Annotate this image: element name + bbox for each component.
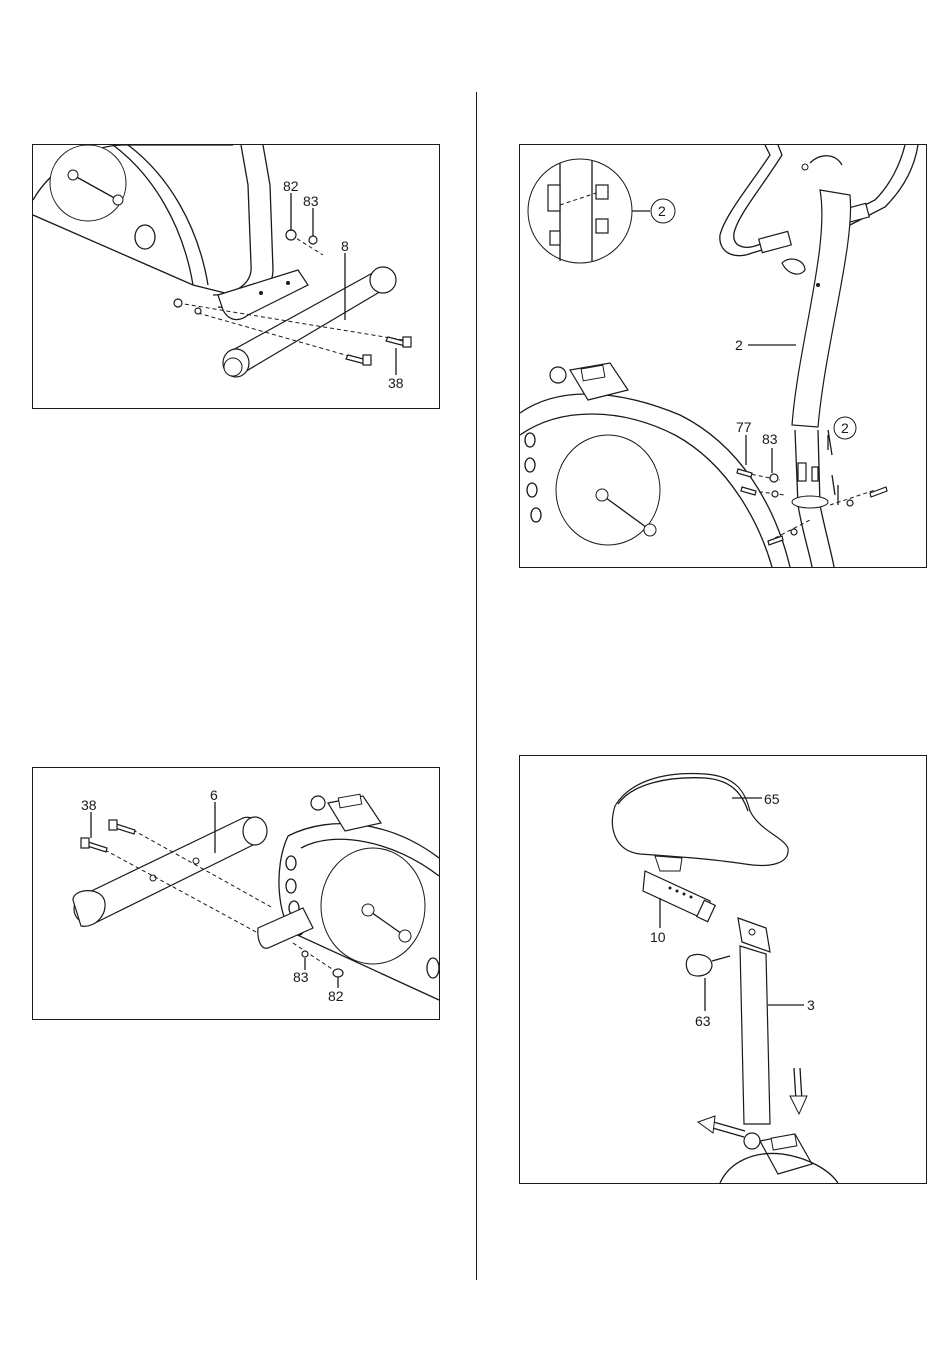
label-77: 77: [736, 419, 752, 435]
label-2: 2: [735, 337, 743, 353]
handlebar-post-illustration: 2: [520, 145, 926, 567]
seat-post-illustration: 65 10 63 3: [520, 756, 926, 1183]
diagram-seat-post: 65 10 63 3: [519, 755, 927, 1184]
front-stabilizer-illustration: 82 83 8 38: [33, 145, 439, 408]
label-63: 63: [695, 1013, 711, 1029]
label-83: 83: [303, 193, 319, 209]
rear-stabilizer-illustration: 38 6 83 82: [33, 768, 439, 1019]
callout-2-collar: 2: [841, 420, 849, 436]
label-3: 3: [807, 997, 815, 1013]
column-divider: [476, 92, 477, 1280]
callout-2-inset: 2: [658, 203, 666, 219]
label-82: 82: [283, 178, 299, 194]
label-65: 65: [764, 791, 780, 807]
label-8: 8: [341, 238, 349, 254]
label-83: 83: [293, 969, 309, 985]
diagram-front-stabilizer: 82 83 8 38: [32, 144, 440, 409]
label-6: 6: [210, 787, 218, 803]
diagram-handlebar-post: 2: [519, 144, 927, 568]
label-10: 10: [650, 929, 666, 945]
diagram-rear-stabilizer: 38 6 83 82: [32, 767, 440, 1020]
label-83: 83: [762, 431, 778, 447]
label-82: 82: [328, 988, 344, 1004]
label-38: 38: [81, 797, 97, 813]
label-38: 38: [388, 375, 404, 391]
